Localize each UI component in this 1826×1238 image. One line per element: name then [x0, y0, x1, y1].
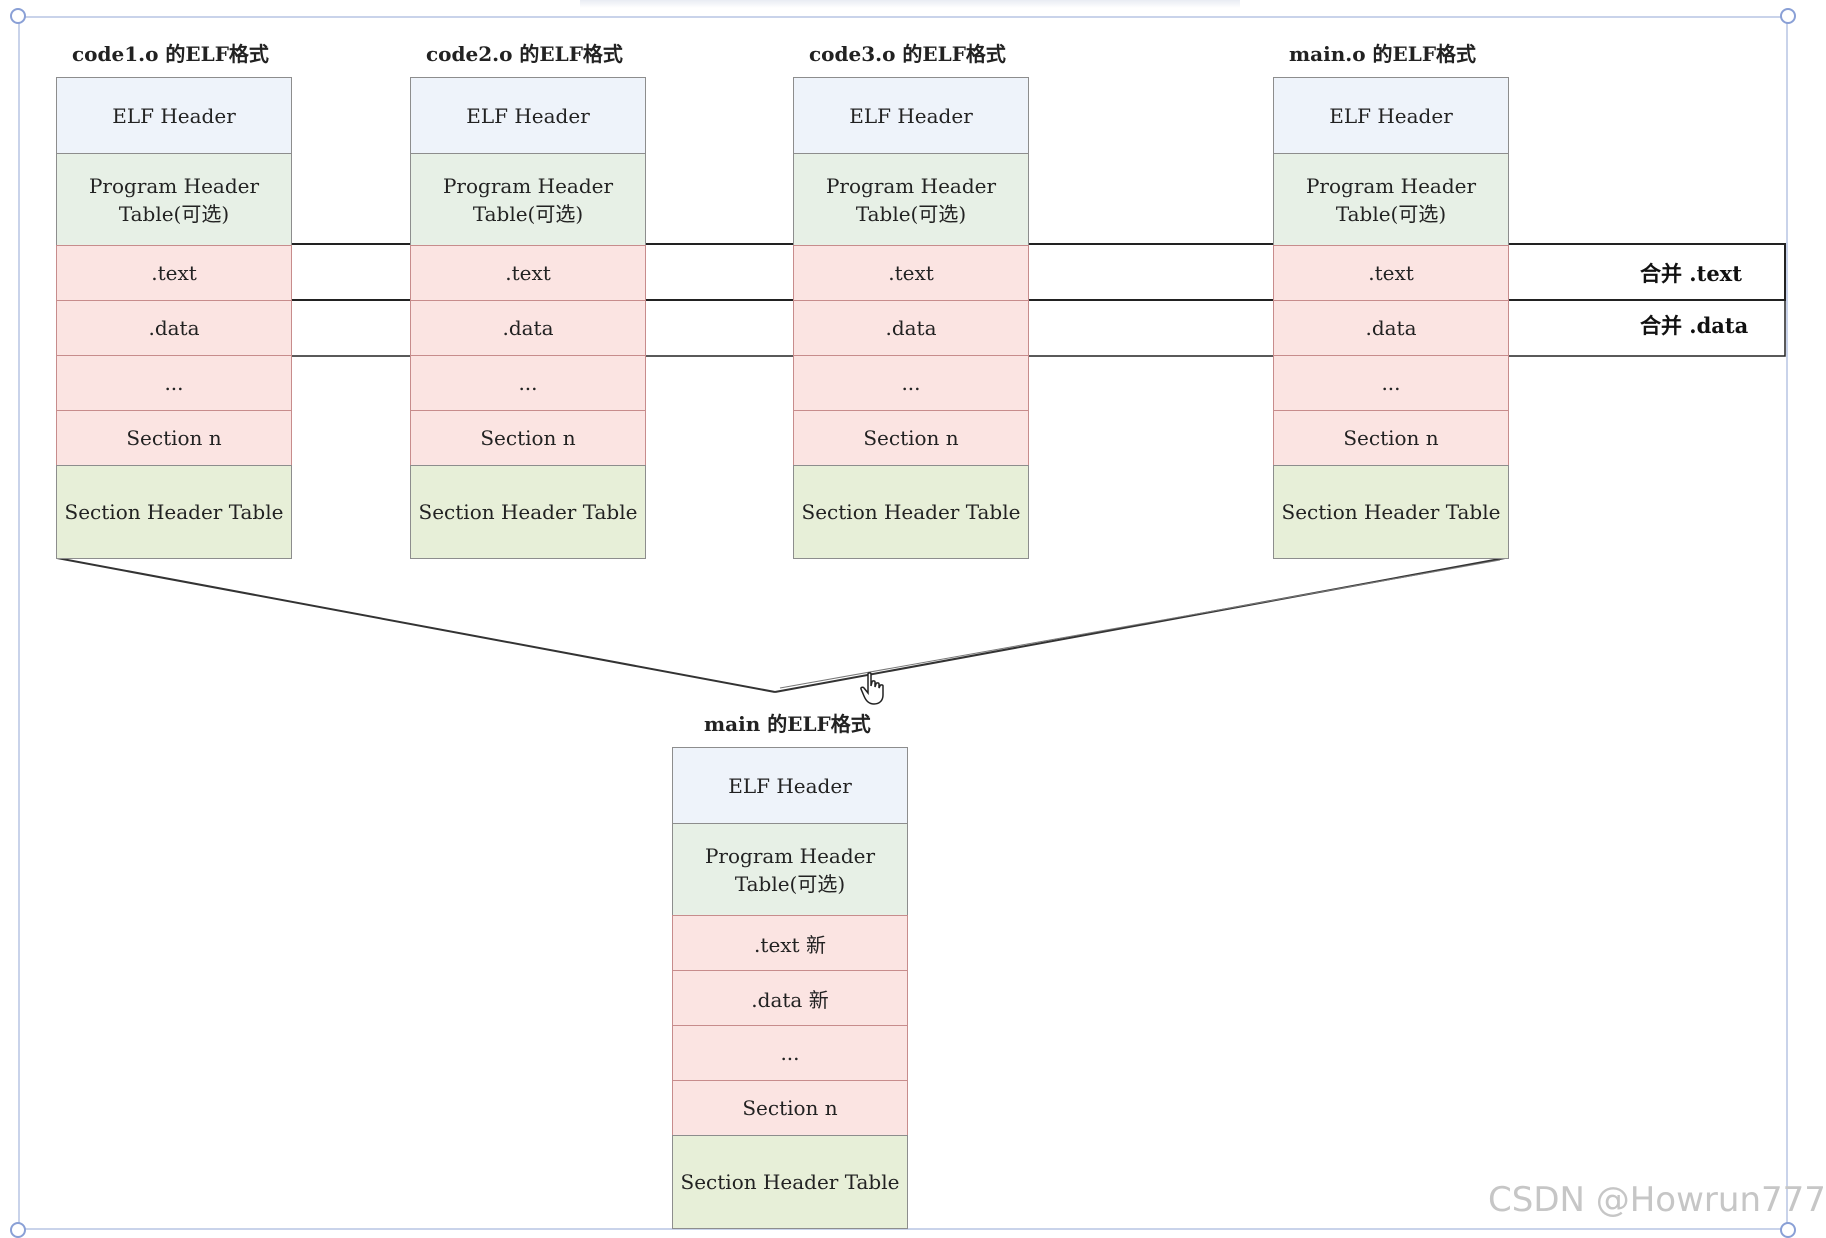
section-ellipsis: ...	[793, 355, 1029, 411]
resize-handle-top-left[interactable]	[10, 8, 26, 24]
section-data: .data	[56, 300, 292, 356]
resize-handle-bottom-left[interactable]	[10, 1222, 26, 1238]
file-title: code2.o 的ELF格式	[426, 42, 623, 66]
merge-data-label: 合并 .data	[1640, 313, 1749, 338]
hand-cursor-icon	[860, 672, 884, 705]
top-scroll-shadow	[580, 0, 1240, 8]
file-title: code1.o 的ELF格式	[72, 42, 269, 66]
section-data: .data	[1273, 300, 1509, 356]
converge-line-left	[56, 557, 776, 693]
section-text: .text	[410, 245, 646, 301]
section-header-table: Section Header Table	[793, 465, 1029, 559]
section-ellipsis: ...	[56, 355, 292, 411]
file-title: main 的ELF格式	[704, 712, 871, 736]
elf-header-block: ELF Header	[56, 77, 292, 154]
section-ellipsis: ...	[410, 355, 646, 411]
section-data-new: .data 新	[672, 970, 908, 1026]
section-header-table: Section Header Table	[1273, 465, 1509, 559]
section-header-table: Section Header Table	[410, 465, 646, 559]
ph-line2: Table(可选)	[1335, 201, 1447, 226]
converge-line-right-sketch	[779, 559, 1501, 689]
section-text: .text	[793, 245, 1029, 301]
elf-header-block: ELF Header	[1273, 77, 1509, 154]
section-n: Section n	[56, 410, 292, 466]
elf-header-block: ELF Header	[793, 77, 1029, 154]
section-ellipsis: ...	[1273, 355, 1509, 411]
elf-header-block: ELF Header	[410, 77, 646, 154]
file-title: code3.o 的ELF格式	[809, 42, 1006, 66]
ph-line2: Table(可选)	[118, 201, 230, 226]
elf-file-code3: code3.o 的ELF格式 ELF Header Program Header…	[793, 42, 1029, 559]
ph-line1: Program Header	[88, 173, 260, 198]
section-text: .text	[1273, 245, 1509, 301]
section-n: Section n	[672, 1080, 908, 1136]
canvas-frame	[18, 16, 1788, 1230]
file-title: main.o 的ELF格式	[1289, 42, 1477, 66]
section-text: .text	[56, 245, 292, 301]
ph-line1: Program Header	[442, 173, 614, 198]
merge-text-label: 合并 .text	[1640, 261, 1742, 286]
section-n: Section n	[410, 410, 646, 466]
ph-line2: Table(可选)	[734, 871, 846, 896]
section-header-table: Section Header Table	[56, 465, 292, 559]
elf-header-block: ELF Header	[672, 747, 908, 824]
resize-handle-bottom-right[interactable]	[1780, 1222, 1796, 1238]
ph-line1: Program Header	[825, 173, 997, 198]
section-header-table: Section Header Table	[672, 1135, 908, 1229]
ph-line1: Program Header	[1305, 173, 1477, 198]
section-n: Section n	[1273, 410, 1509, 466]
ph-line2: Table(可选)	[855, 201, 967, 226]
section-data: .data	[793, 300, 1029, 356]
section-text-new: .text 新	[672, 915, 908, 971]
ph-line2: Table(可选)	[472, 201, 584, 226]
section-ellipsis: ...	[672, 1025, 908, 1081]
resize-handle-top-right[interactable]	[1780, 8, 1796, 24]
ph-line1: Program Header	[704, 843, 876, 868]
section-n: Section n	[793, 410, 1029, 466]
section-data: .data	[410, 300, 646, 356]
elf-file-code1: code1.o 的ELF格式 ELF Header Program Header…	[56, 42, 292, 559]
elf-file-code2: code2.o 的ELF格式 ELF Header Program Header…	[410, 42, 646, 559]
watermark: CSDN @Howrun777	[1488, 1180, 1826, 1220]
